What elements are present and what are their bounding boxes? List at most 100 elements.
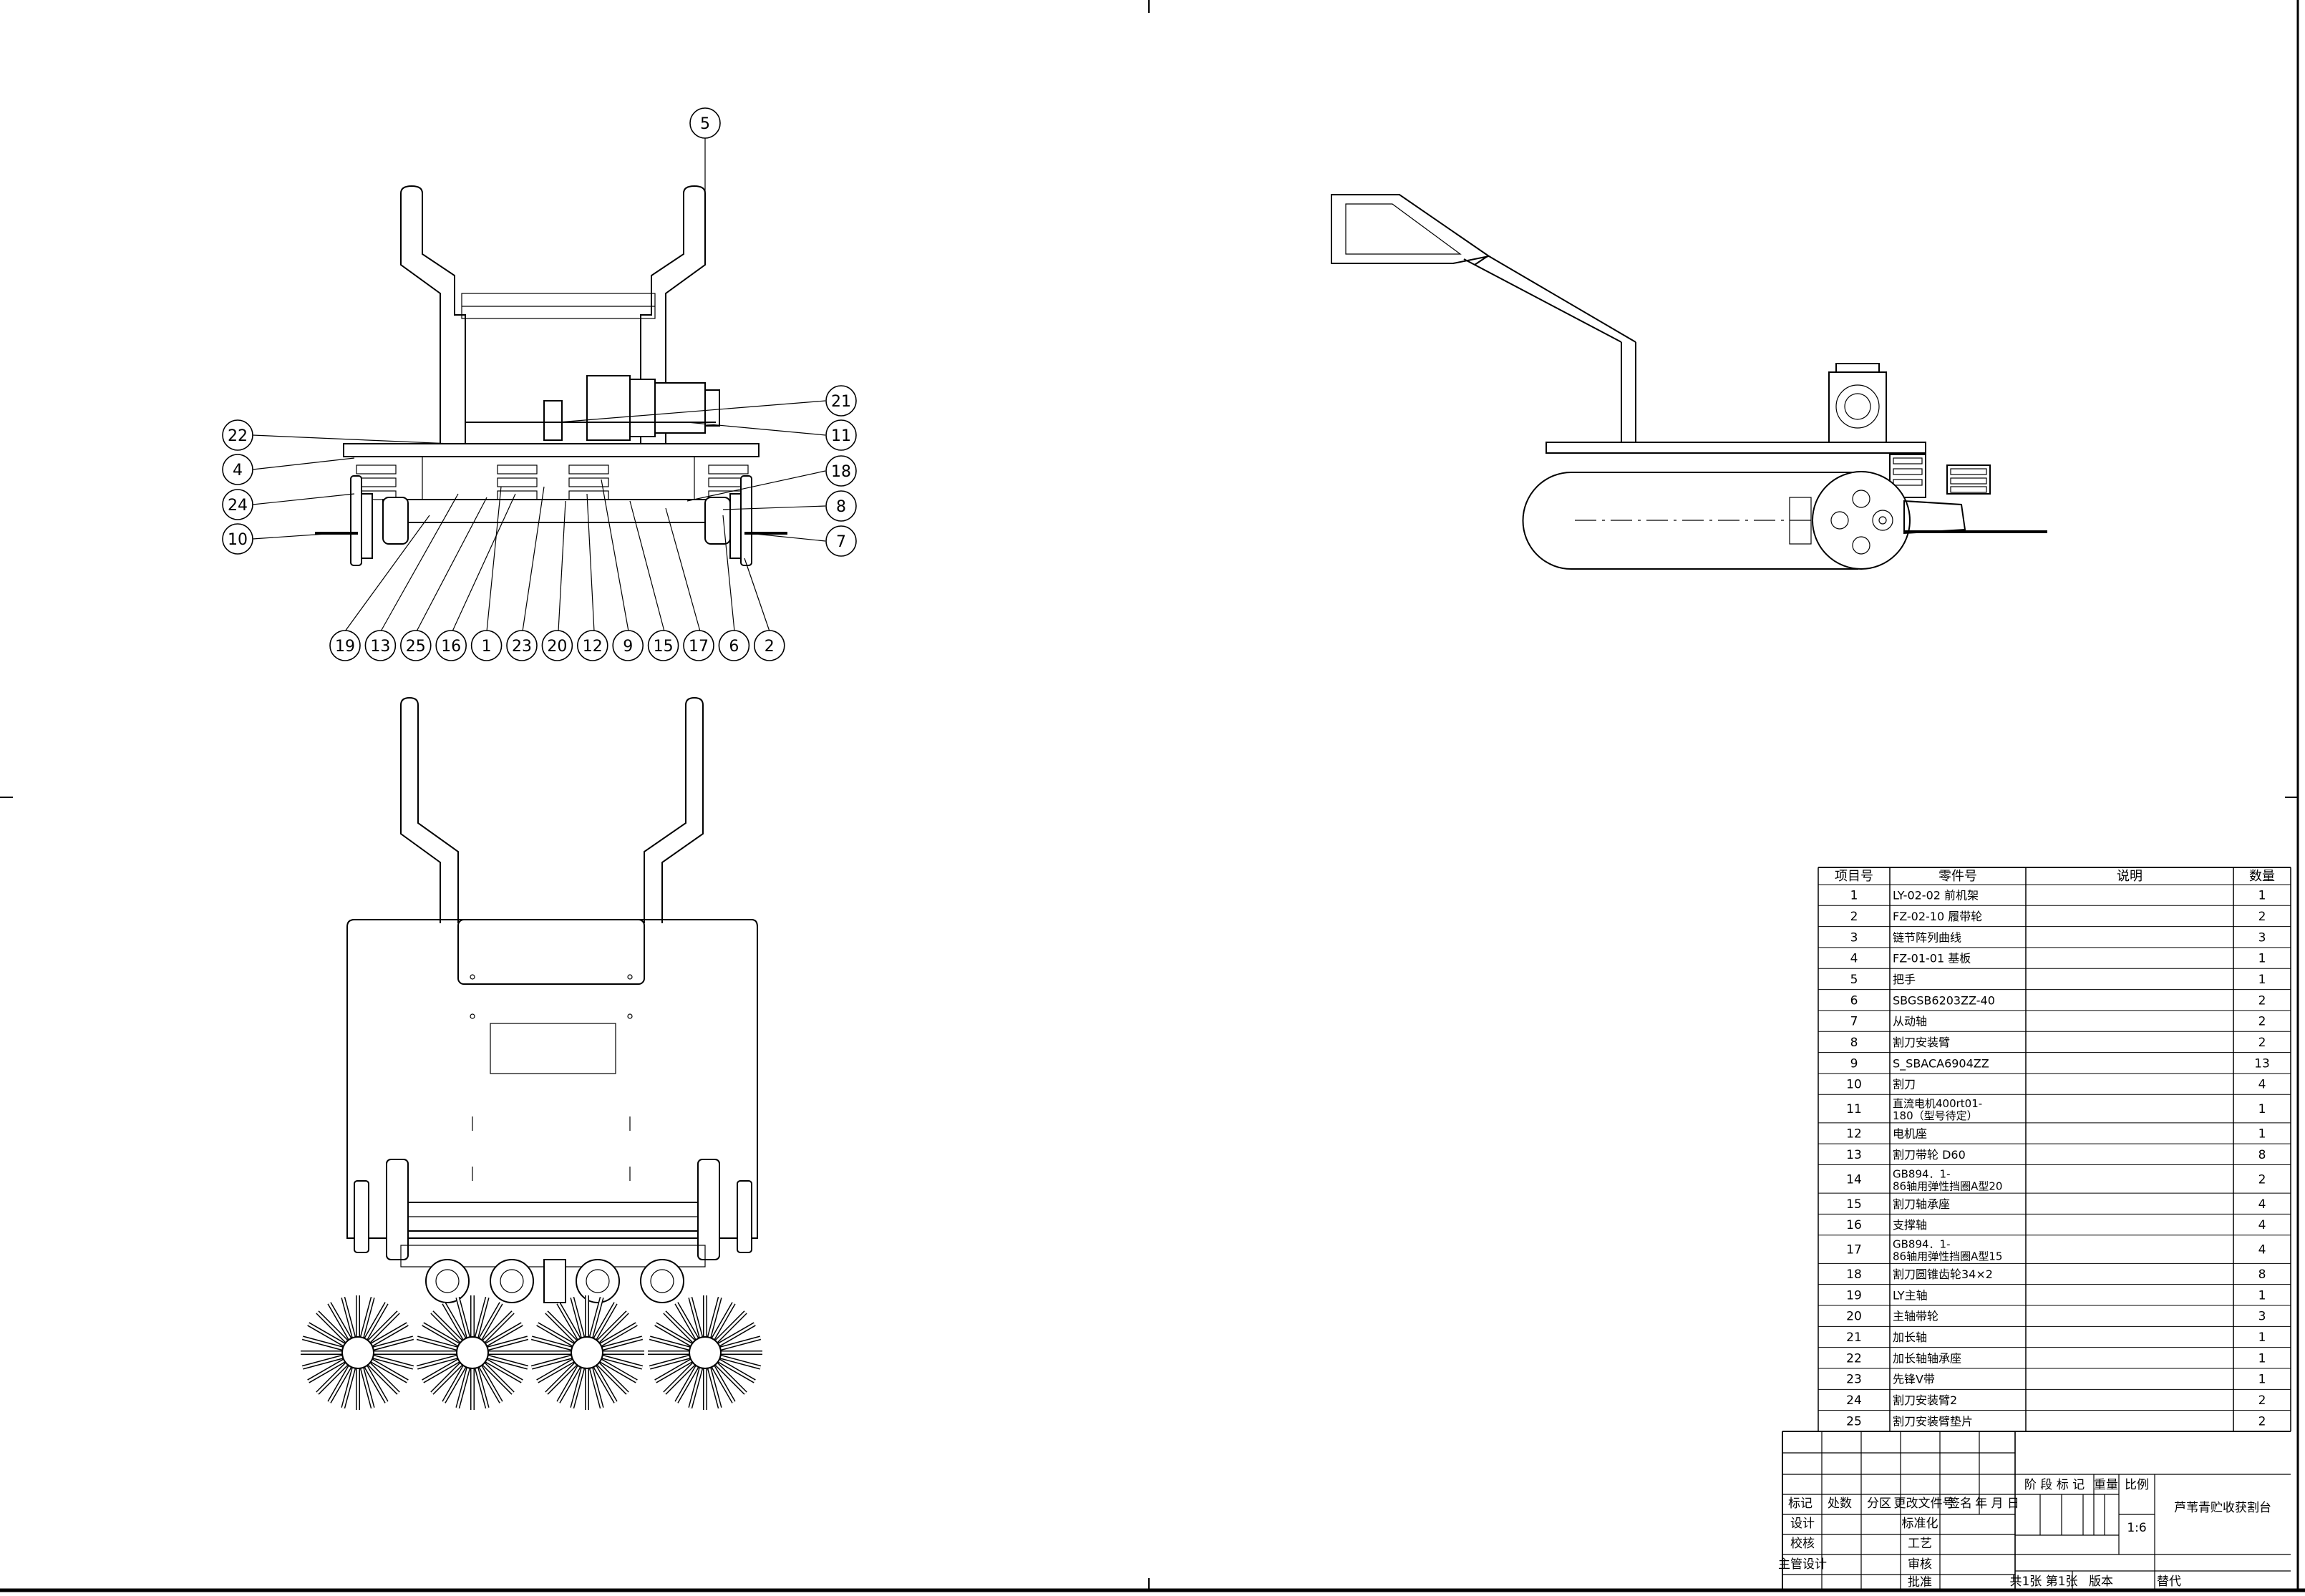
bom-item-no: 15 — [1846, 1197, 1862, 1212]
bom-qty: 4 — [2258, 1197, 2266, 1212]
bom-item-no: 2 — [1850, 910, 1858, 924]
bom-item-no: 24 — [1846, 1393, 1862, 1408]
cutter-tooth-inner — [675, 1366, 699, 1403]
tb-stage-mark: 阶 段 标 记 — [2024, 1478, 2085, 1492]
cutter-tooth-inner — [600, 1359, 638, 1383]
bom-part: 割刀圆锥齿轮34×2 — [1893, 1267, 1993, 1281]
balloon-number: 13 — [370, 638, 390, 656]
cutter-tooth-inner — [371, 1323, 409, 1346]
tb-check: 校核 — [1790, 1537, 1815, 1551]
cutter-tooth-inner — [664, 1363, 695, 1394]
bom-part: 支撑轴 — [1893, 1218, 1927, 1232]
cutter-tooth-inner — [571, 1297, 584, 1338]
leader-lines — [252, 110, 826, 632]
tb-sign: 签名 — [1948, 1497, 1972, 1511]
cutter-tooth-inner — [718, 1323, 756, 1346]
bom-qty: 13 — [2254, 1056, 2270, 1071]
tb-approve: 批准 — [1908, 1575, 1932, 1590]
cutter-tooth-inner — [422, 1323, 460, 1346]
bom-part: 加长轴轴承座 — [1893, 1351, 1961, 1365]
bom-item-no: 22 — [1846, 1351, 1862, 1366]
balloon-19: 19 — [329, 630, 361, 661]
bom-qty: 1 — [2258, 1351, 2266, 1366]
bom-header: 说明 — [2117, 869, 2143, 884]
balloon-23: 23 — [506, 630, 538, 661]
cutter-tooth-inner — [482, 1363, 514, 1394]
balloon-number: 21 — [831, 393, 851, 411]
tb-count: 处数 — [1828, 1497, 1852, 1511]
bom-qty: 8 — [2258, 1267, 2266, 1282]
bom-item-no: 16 — [1846, 1218, 1862, 1232]
tb-version: 版本 — [2089, 1575, 2113, 1589]
tb-review: 审核 — [1908, 1557, 1932, 1572]
cutter-tooth-inner — [487, 1356, 528, 1369]
cutter-tooth-inner — [307, 1359, 345, 1383]
bom-part: FZ-02-10 履带轮 — [1893, 910, 1982, 923]
cutter-tooth-inner — [442, 1302, 466, 1340]
bom-part: 割刀轴承座 — [1893, 1197, 1950, 1211]
balloon-number: 1 — [482, 638, 492, 656]
bom-item-no: 13 — [1846, 1148, 1862, 1162]
tb-process: 工艺 — [1908, 1537, 1932, 1551]
balloon-9: 9 — [612, 630, 644, 661]
tb-replaces: 替代 — [2157, 1575, 2181, 1589]
bom-item-no: 7 — [1850, 1015, 1858, 1029]
cutter-tooth-inner — [307, 1323, 345, 1346]
cutter-tooth-inner — [361, 1297, 374, 1338]
cutter-tooth-inner — [664, 1311, 695, 1343]
cutter-tooth-inner — [557, 1302, 581, 1340]
cutter-hub — [341, 1336, 374, 1369]
bom-qty: 8 — [2258, 1148, 2266, 1162]
cutter-hub — [456, 1336, 489, 1369]
balloon-number: 10 — [228, 531, 248, 549]
balloon-25: 25 — [399, 630, 432, 661]
cutter-tooth-inner — [597, 1311, 629, 1343]
tb-scale-label: 比例 — [2125, 1478, 2149, 1492]
side-view — [1331, 194, 2047, 570]
bom-part: 180（型号待定） — [1893, 1109, 1978, 1122]
bom-qty: 2 — [2258, 993, 2266, 1008]
bom-item-no: 11 — [1846, 1102, 1862, 1116]
cutter-tooth-inner — [654, 1359, 692, 1383]
balloon-15: 15 — [647, 630, 679, 661]
cutter-tooth-inner — [341, 1367, 355, 1408]
balloon-number: 20 — [547, 638, 567, 656]
cutter-tooth-inner — [361, 1367, 374, 1408]
balloon-number: 16 — [441, 638, 461, 656]
bom-part: 链节阵列曲线 — [1893, 930, 1961, 944]
bom-qty: 1 — [2258, 1102, 2266, 1116]
cutter-tooth-inner — [689, 1297, 702, 1338]
title-block: 标记处数分区更改文件号签名年 月 日设计校核主管设计标准化工艺审核批准阶 段 标… — [1778, 1431, 2291, 1591]
bom-qty: 2 — [2258, 910, 2266, 924]
bom-item-no: 21 — [1846, 1330, 1862, 1345]
bom-part: 割刀安装臂垫片 — [1893, 1414, 1973, 1428]
balloon-20: 20 — [541, 630, 573, 661]
tb-design: 设计 — [1790, 1517, 1815, 1531]
bom-item-no: 3 — [1850, 930, 1858, 945]
balloon-number: 4 — [233, 462, 243, 480]
balloon-24: 24 — [222, 489, 253, 520]
balloon-number: 12 — [583, 638, 603, 656]
balloon-number: 11 — [831, 427, 851, 445]
cutter-tooth-inner — [316, 1311, 348, 1343]
tb-change-doc: 更改文件号 — [1894, 1497, 1955, 1511]
bom-item-no: 14 — [1846, 1172, 1862, 1187]
cutter-hub — [571, 1336, 603, 1369]
bom-qty: 2 — [2258, 1172, 2266, 1187]
bom-part: GB894．1- — [1893, 1167, 1951, 1180]
bom-qty: 4 — [2258, 1243, 2266, 1257]
bom-part: 电机座 — [1893, 1127, 1927, 1141]
cutter-tooth-inner — [571, 1367, 584, 1408]
cutter-tooth-inner — [479, 1366, 503, 1403]
cutter-tooth-inner — [545, 1311, 577, 1343]
tb-scale: 1:6 — [2127, 1521, 2146, 1535]
balloon-number: 22 — [228, 427, 248, 445]
bom-item-no: 8 — [1850, 1036, 1858, 1050]
tb-sheets: 共1张 第1张 — [2009, 1575, 2077, 1589]
cutter-tooth-inner — [675, 1302, 699, 1340]
top-view — [301, 696, 762, 1410]
balloon-18: 18 — [825, 455, 857, 487]
bom-item-no: 23 — [1846, 1373, 1862, 1387]
tb-drawing-title: 芦苇青贮收获割台 — [2174, 1501, 2271, 1515]
